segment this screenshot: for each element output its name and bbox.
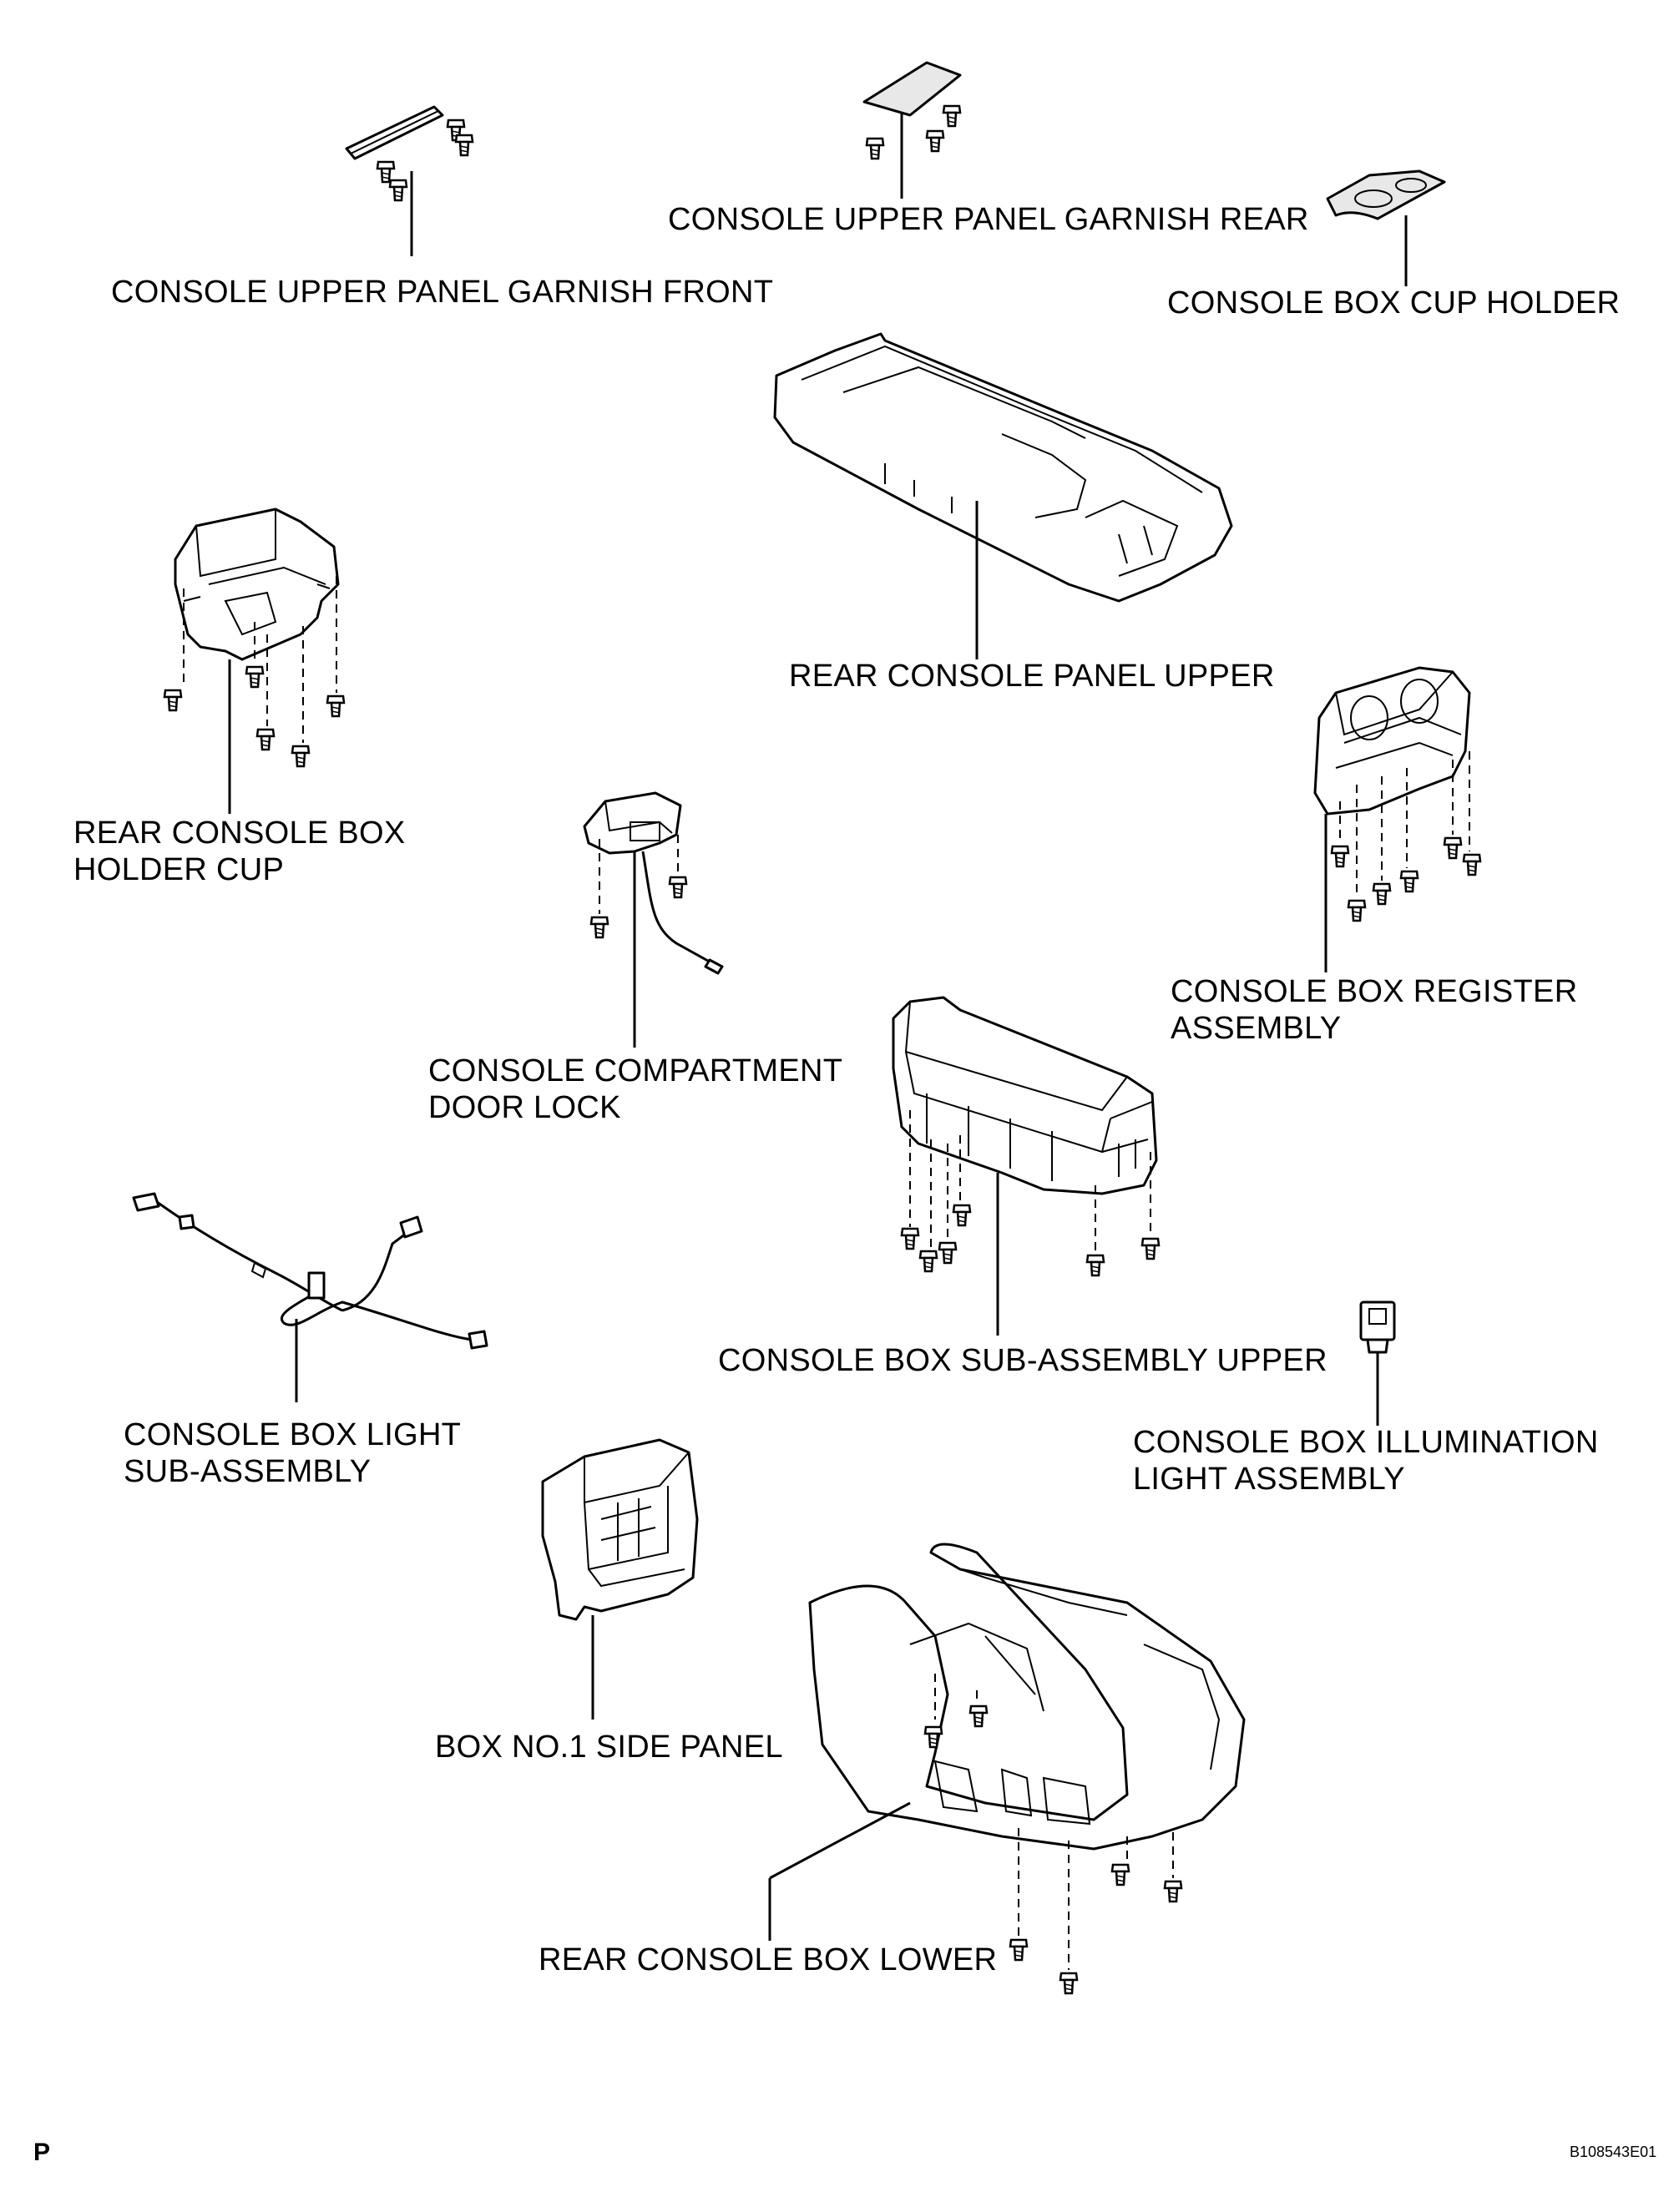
label-holder-cup-line1: REAR CONSOLE BOX — [73, 816, 406, 851]
cup-holder-part — [1326, 169, 1446, 286]
label-box-lower: REAR CONSOLE BOX LOWER — [539, 1942, 998, 1977]
label-door-lock-line1: CONSOLE COMPARTMENT — [428, 1053, 843, 1088]
label-register-line1: CONSOLE BOX REGISTER — [1171, 974, 1578, 1009]
door-lock-part — [583, 791, 724, 1048]
corner-letter: P — [33, 2139, 51, 2166]
holder-cup-part — [163, 508, 346, 814]
side-panel-part — [541, 1438, 699, 1720]
label-panel-upper: REAR CONSOLE PANEL UPPER — [789, 659, 1275, 694]
label-garnish-front: CONSOLE UPPER PANEL GARNISH FRONT — [111, 275, 774, 310]
rear-console-panel-upper-part — [773, 332, 1233, 659]
label-garnish-rear: CONSOLE UPPER PANEL GARNISH REAR — [668, 202, 1309, 237]
figure-code: B108543E01 — [1570, 2144, 1657, 2160]
garnish-rear-part — [862, 61, 962, 199]
label-holder-cup-line2: HOLDER CUP — [73, 852, 285, 887]
register-part — [1313, 666, 1482, 972]
label-light-line1: CONSOLE BOX LIGHT — [124, 1417, 462, 1452]
sub-assembly-upper-part — [892, 996, 1161, 1336]
garnish-front-part — [345, 105, 474, 256]
light-sub-assembly-part — [132, 1192, 488, 1402]
label-sub-upper: CONSOLE BOX SUB-ASSEMBLY UPPER — [718, 1343, 1328, 1378]
label-light-line2: SUB-ASSEMBLY — [124, 1454, 372, 1489]
label-register-line2: ASSEMBLY — [1171, 1011, 1342, 1046]
rear-console-box-lower-part — [768, 1543, 1246, 1995]
label-cup-holder: CONSOLE BOX CUP HOLDER — [1167, 285, 1621, 321]
label-side-panel: BOX NO.1 SIDE PANEL — [435, 1730, 783, 1765]
label-illum-line1: CONSOLE BOX ILLUMINATION — [1133, 1425, 1599, 1460]
illumination-light-part — [1359, 1300, 1396, 1426]
label-illum-line2: LIGHT ASSEMBLY — [1133, 1462, 1405, 1497]
label-door-lock-line2: DOOR LOCK — [428, 1090, 621, 1125]
